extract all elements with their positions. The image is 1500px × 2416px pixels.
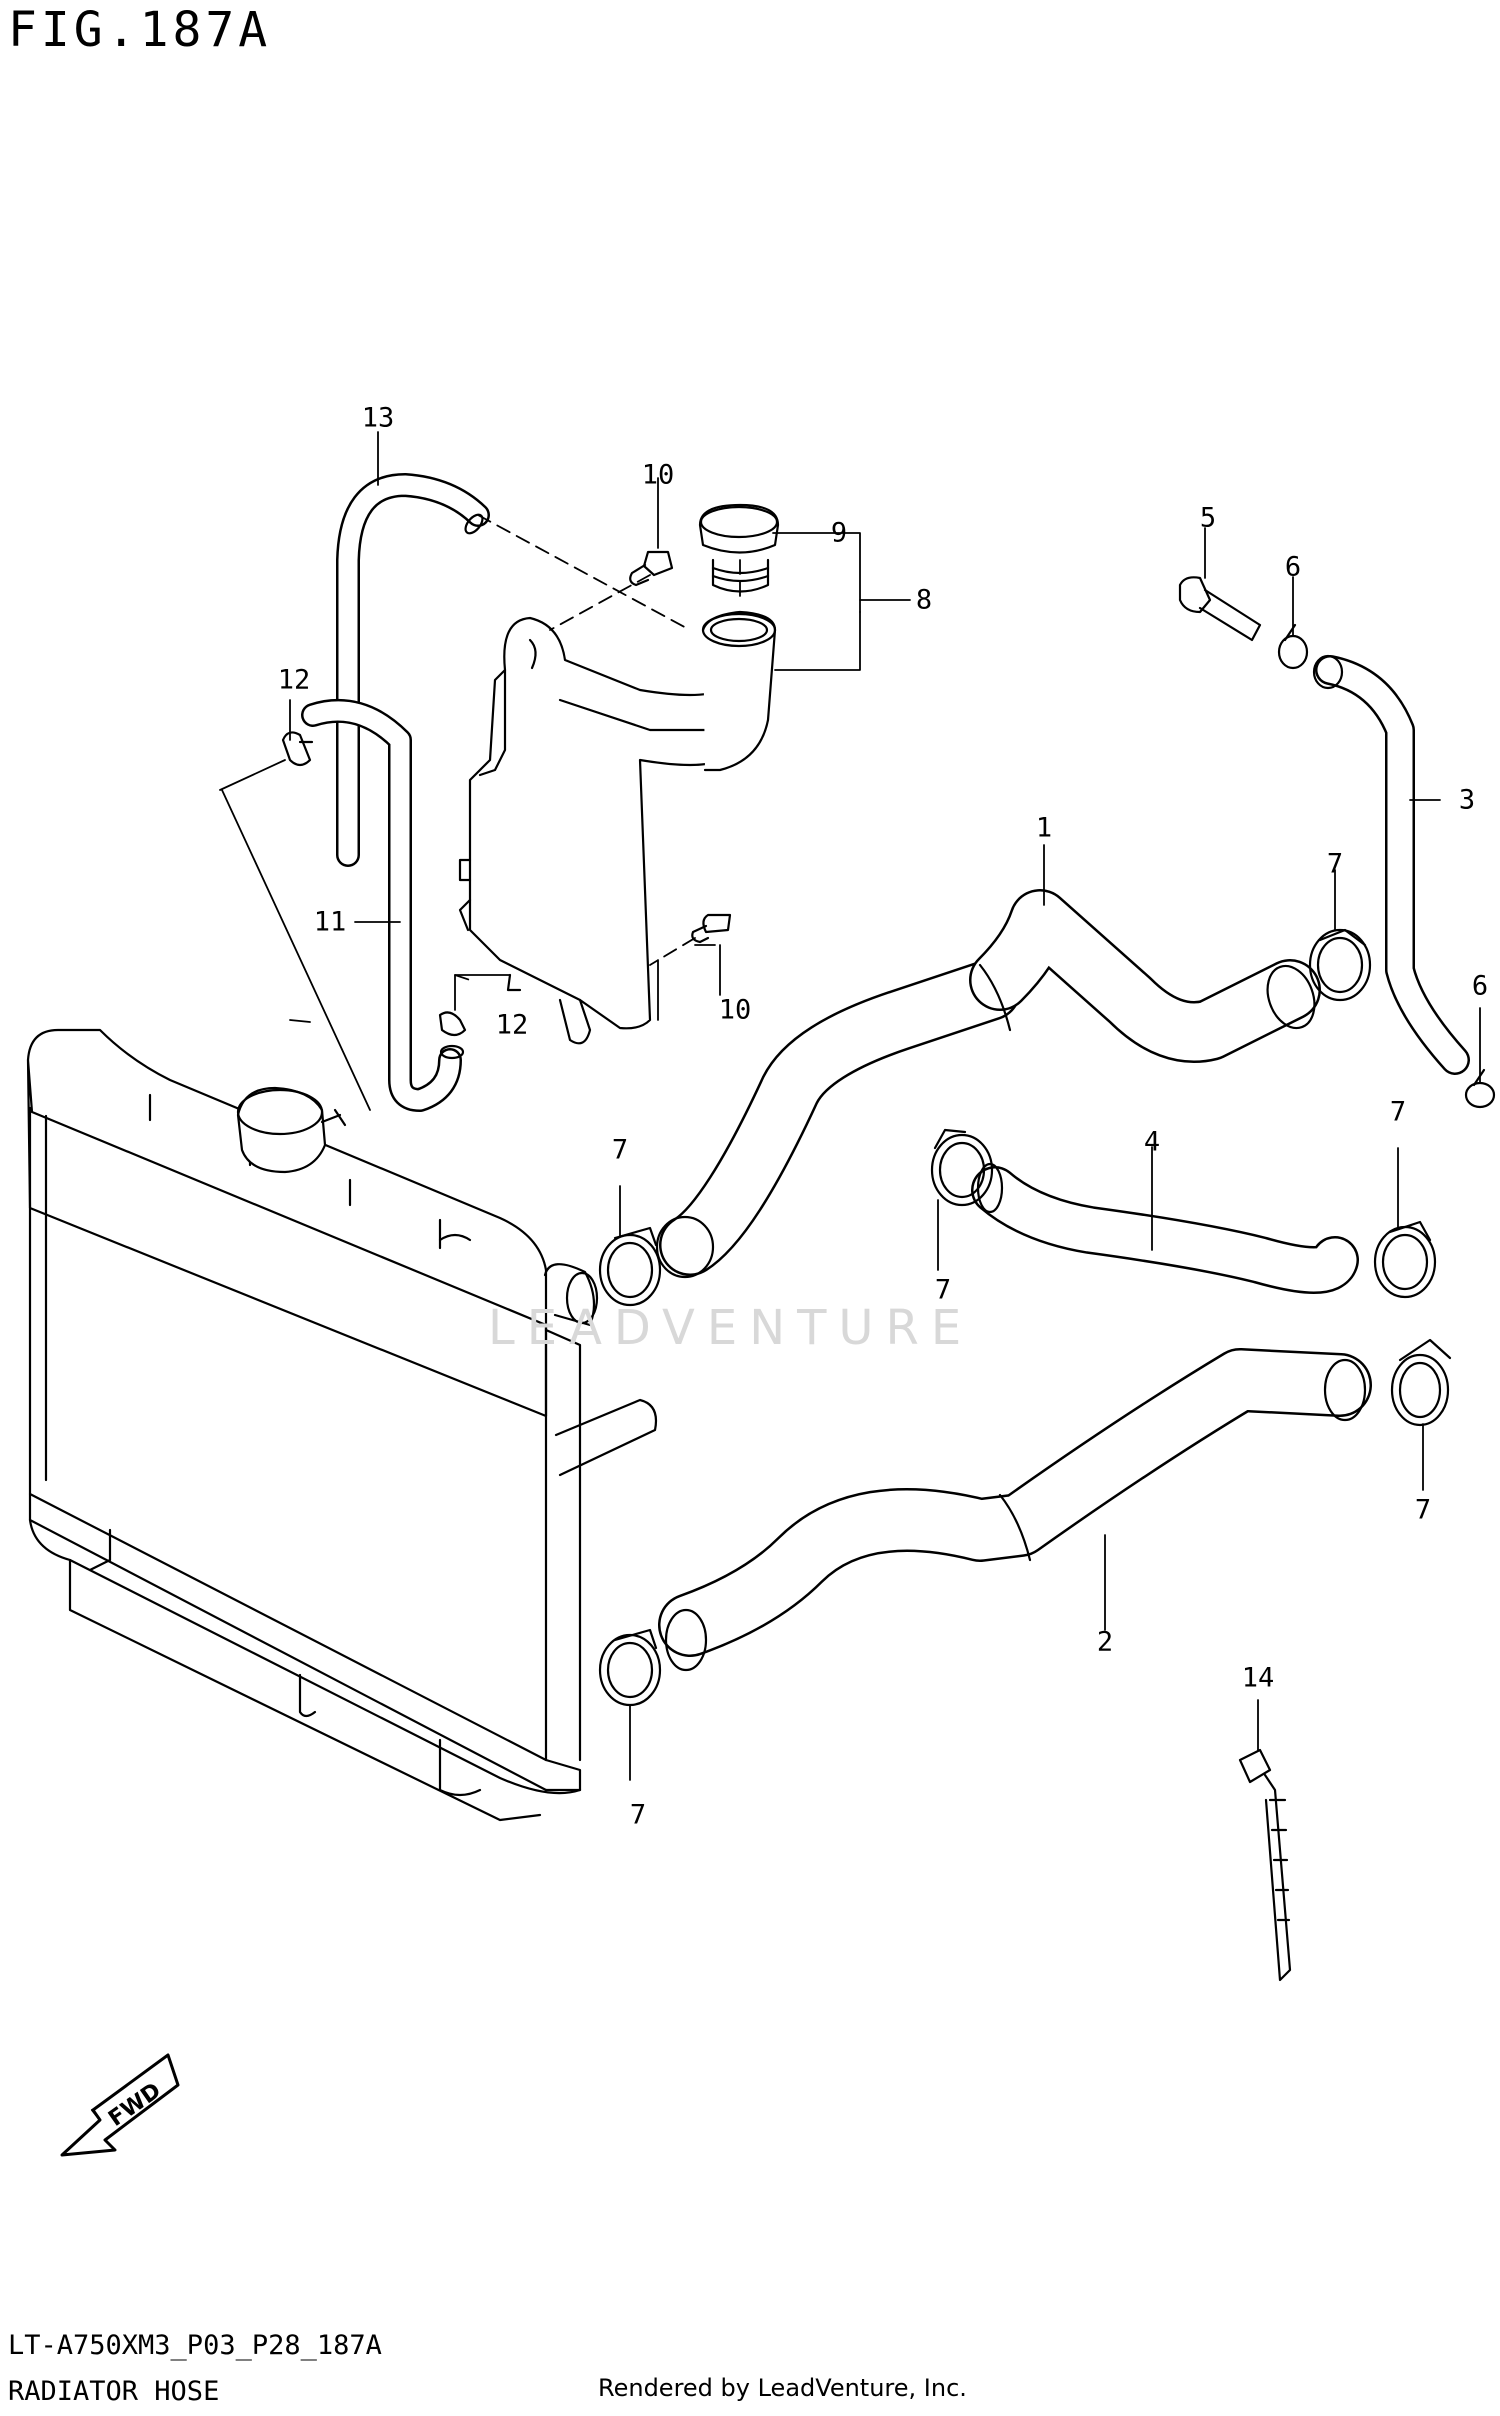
callout-12-lower: 12 [495,1009,529,1041]
clamp-7-e [1392,1340,1450,1425]
clamp-7-c [1310,930,1370,1000]
credit-line: Rendered by LeadVenture, Inc. [598,2374,967,2402]
callout-12-upper: 12 [277,664,311,696]
hose-3 [1314,656,1455,1060]
filler-neck [703,612,775,770]
clamp-7-d [1375,1222,1435,1297]
callout-6-upper: 6 [1284,551,1302,583]
callout-4: 4 [1143,1126,1161,1158]
bolt-lower [692,915,730,942]
callout-7-e: 7 [1414,1494,1432,1526]
callout-3: 3 [1458,784,1476,816]
callout-7-d: 7 [1389,1096,1407,1128]
callout-5: 5 [1199,502,1217,534]
reservoir-tank [460,618,720,1043]
callout-8: 8 [915,584,933,616]
bolt-upper [630,552,672,585]
radiator-cap [238,1088,345,1172]
callout-10-lower: 10 [718,994,752,1026]
radiator [28,1030,656,1820]
callout-9: 9 [830,517,848,549]
hose-1 [657,920,1323,1277]
section-title: RADIATOR HOSE [8,2376,220,2407]
callout-13: 13 [361,402,395,434]
callout-14: 14 [1241,1662,1275,1694]
leader-lines [220,432,1480,1780]
hose-4 [978,1164,1335,1270]
figure-number: FIG.187A [8,2,272,58]
filler-cap [700,505,778,592]
callout-2: 2 [1096,1626,1114,1658]
clamp-7-a [600,1228,660,1305]
callout-7-c: 7 [1326,848,1344,880]
clamp-6-lower [1466,1070,1494,1107]
clamp-12-lower [440,1012,465,1035]
callout-6-lower: 6 [1471,970,1489,1002]
fwd-arrow [62,2055,178,2155]
callout-7-a: 7 [611,1134,629,1166]
fitting-5 [1180,577,1260,640]
clamp-7-b [932,1130,992,1205]
watermark: LEADVENTURE [488,1300,974,1356]
cable-tie [1240,1750,1290,1980]
clamp-7-f [600,1630,660,1705]
clamp-12-upper [283,732,312,765]
breather-hose [313,711,463,1100]
callout-11: 11 [313,906,347,938]
callout-7-f: 7 [629,1799,647,1831]
callout-7-b: 7 [934,1274,952,1306]
dashed-guides [455,515,740,980]
callout-10-upper: 10 [641,459,675,491]
overflow-hose [348,485,486,855]
drawing-code: LT-A750XM3_P03_P28_187A [8,2330,382,2361]
hose-2 [666,1360,1365,1670]
callout-1: 1 [1035,812,1053,844]
